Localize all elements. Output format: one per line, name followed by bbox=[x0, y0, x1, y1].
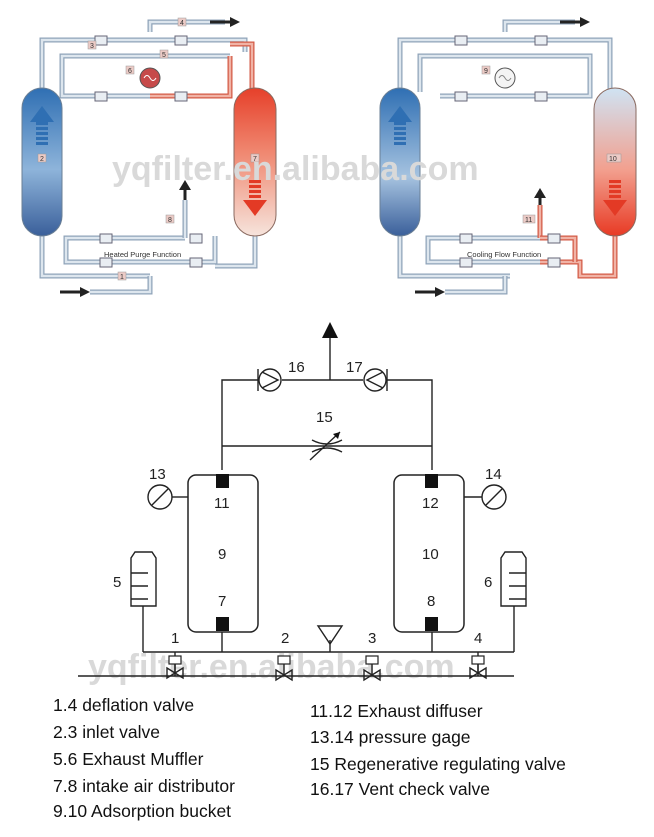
inlet-valve-2-icon bbox=[275, 655, 293, 682]
label-3: 3 bbox=[368, 630, 376, 647]
label-4: 4 bbox=[474, 630, 482, 647]
exhaust-diffuser-11 bbox=[216, 474, 229, 488]
legend-item-exhaust-diffuser: 11.12 Exhaust diffuser bbox=[310, 701, 483, 721]
check-valve-17-icon bbox=[363, 368, 387, 392]
inlet-valve-3-icon bbox=[363, 655, 381, 682]
left-tag-1: 1 bbox=[120, 274, 124, 281]
heated-purge-diagram: 1 2 3 4 5 6 7 8 Heated Purge Function bbox=[21, 17, 277, 297]
inlet-funnel-icon bbox=[316, 625, 344, 646]
legend-item-adsorption-bucket: 9.10 Adsorption bucket bbox=[53, 801, 232, 821]
label-1: 1 bbox=[171, 630, 179, 647]
label-8: 8 bbox=[427, 593, 435, 610]
label-2: 2 bbox=[281, 630, 289, 647]
cooling-flow-diagram: 9 10 11 Cooling Flow Function bbox=[379, 17, 637, 297]
watermark-top: yqfilter.en.alibaba.com bbox=[112, 150, 479, 188]
left-tag-3: 3 bbox=[90, 43, 94, 50]
left-tag-8: 8 bbox=[168, 217, 172, 224]
label-13: 13 bbox=[149, 466, 166, 483]
legend-item-inlet-valve: 2.3 inlet valve bbox=[53, 722, 161, 742]
watermark-bottom: yqfilter.en.alibaba.com bbox=[88, 648, 455, 686]
legend-item-pressure-gage: 13.14 pressure gage bbox=[310, 727, 471, 747]
right-tag-11: 11 bbox=[525, 217, 532, 224]
exhaust-muffler-5-icon bbox=[130, 551, 157, 607]
check-valve-16-icon bbox=[258, 368, 282, 392]
legend-item-deflation-valve: 1.4 deflation valve bbox=[53, 695, 195, 715]
left-function-label: Heated Purge Function bbox=[104, 250, 181, 259]
left-tag-4: 4 bbox=[180, 20, 184, 27]
exhaust-muffler-6-icon bbox=[500, 551, 527, 607]
left-tag-6: 6 bbox=[128, 68, 132, 75]
legend-item-exhaust-muffler: 5.6 Exhaust Muffler bbox=[53, 749, 204, 769]
label-10: 10 bbox=[422, 546, 439, 563]
legend-item-regenerative-regulating-valve: 15 Regenerative regulating valve bbox=[310, 754, 566, 774]
label-5: 5 bbox=[113, 574, 121, 591]
right-tag-9: 9 bbox=[484, 68, 488, 75]
intake-distributor-7 bbox=[216, 617, 229, 631]
label-9: 9 bbox=[218, 546, 226, 563]
right-tag-10: 10 bbox=[609, 156, 617, 163]
label-14: 14 bbox=[485, 466, 502, 483]
exhaust-diffuser-12 bbox=[425, 474, 438, 488]
left-tag-7: 7 bbox=[253, 156, 257, 163]
label-16: 16 bbox=[288, 359, 305, 376]
label-15: 15 bbox=[316, 409, 333, 426]
legend-item-intake-air-distributor: 7.8 intake air distributor bbox=[53, 776, 235, 796]
left-tag-5: 5 bbox=[162, 52, 166, 59]
deflation-valve-4-icon bbox=[469, 655, 487, 680]
schematic: 1 2 3 4 5 6 7 8 9 10 11 12 13 14 15 16 1… bbox=[78, 322, 527, 682]
label-11: 11 bbox=[214, 495, 230, 512]
deflation-valve-1-icon bbox=[166, 655, 184, 680]
label-17: 17 bbox=[346, 359, 363, 376]
right-function-label: Cooling Flow Function bbox=[467, 250, 541, 259]
intake-distributor-8 bbox=[425, 617, 438, 631]
label-12: 12 bbox=[422, 495, 439, 512]
left-tag-2: 2 bbox=[40, 156, 44, 163]
legend-item-vent-check-valve: 16.17 Vent check valve bbox=[310, 779, 490, 799]
label-7: 7 bbox=[218, 593, 226, 610]
label-6: 6 bbox=[484, 574, 492, 591]
outlet-arrow-icon bbox=[322, 322, 338, 338]
